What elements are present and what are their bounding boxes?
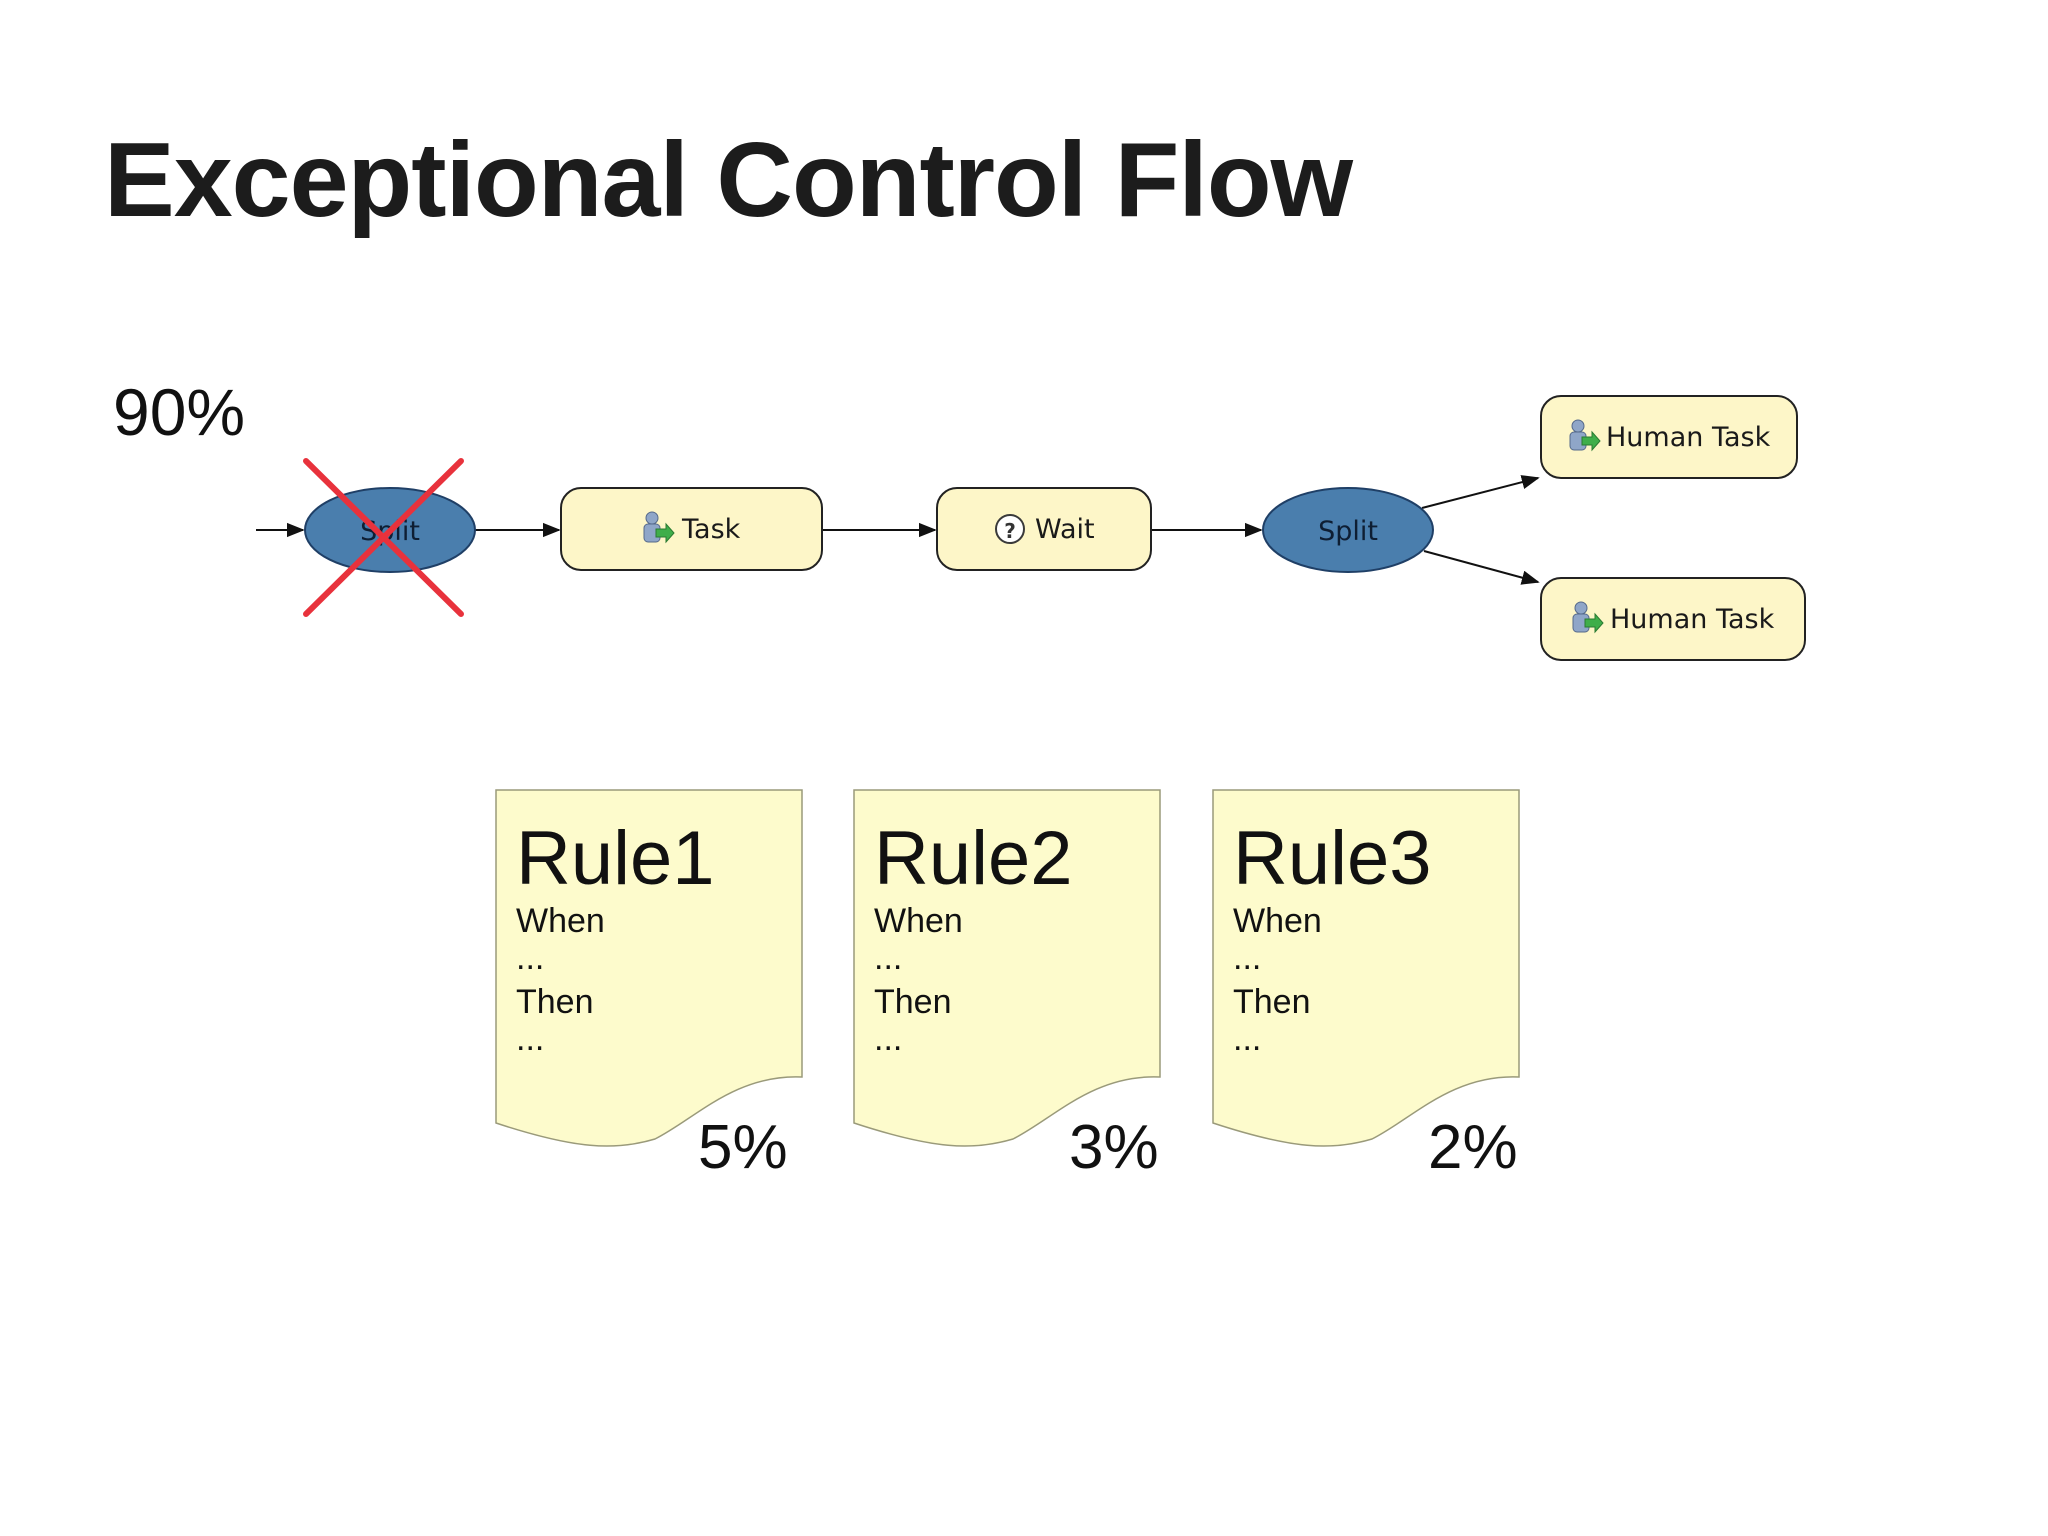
split-node: Split [1262,487,1434,573]
rule-when: When [516,902,605,940]
connector-split-human2 [1423,550,1540,585]
svg-text:Human Task: Human Task [1610,604,1775,635]
svg-text:Wait: Wait [1035,514,1095,545]
rule-then-body: ... [1233,1020,1262,1058]
svg-text:Human Task: Human Task [1606,422,1771,453]
rule-document-shape [1212,789,1520,1147]
rule-then: Then [874,983,952,1021]
rule-when: When [874,902,963,940]
process-flow-diagram: Split Task ? Wait Split [256,395,1806,661]
rule-then-body: ... [516,1020,545,1058]
svg-text:Split: Split [1318,516,1378,547]
rule-title: Rule3 [1233,816,1432,901]
human-task-icon [643,511,675,544]
rule-then: Then [1233,983,1311,1021]
human-task-node-2: Human Task [1540,577,1806,661]
rule-document-shape [495,789,803,1147]
slide-title: Exceptional Control Flow [104,121,1353,239]
human-task-icon [1572,601,1604,634]
rule-document-shape [853,789,1161,1147]
rule-percent: 2% [1428,1113,1518,1182]
rule-title: Rule1 [516,816,715,901]
rule-when-body: ... [1233,939,1262,977]
rule-when-body: ... [874,939,903,977]
rule-then: Then [516,983,594,1021]
human-task-icon [1569,419,1601,452]
connector-split-human1 [1421,475,1540,509]
question-circle-icon: ? [995,514,1025,544]
rule-when-body: ... [516,939,545,977]
human-task-node-1: Human Task [1540,395,1798,479]
rule-percent: 5% [698,1113,788,1182]
svg-text:Task: Task [681,514,741,545]
rule-then-body: ... [874,1020,903,1058]
rule-title: Rule2 [874,816,1073,901]
main-flow-percent: 90% [113,375,246,449]
cross-out-mark [303,458,464,617]
rule-card-3: Rule3 When ... Then ... 2% [1212,789,1522,1179]
rule-when: When [1233,902,1322,940]
task-node: Task [560,487,823,571]
rule-card-2: Rule2 When ... Then ... 3% [853,789,1163,1179]
svg-text:?: ? [1004,519,1016,543]
rule-card-1: Rule1 When ... Then ... 5% [495,789,805,1179]
rule-percent: 3% [1069,1113,1159,1182]
wait-node: ? Wait [936,487,1152,571]
